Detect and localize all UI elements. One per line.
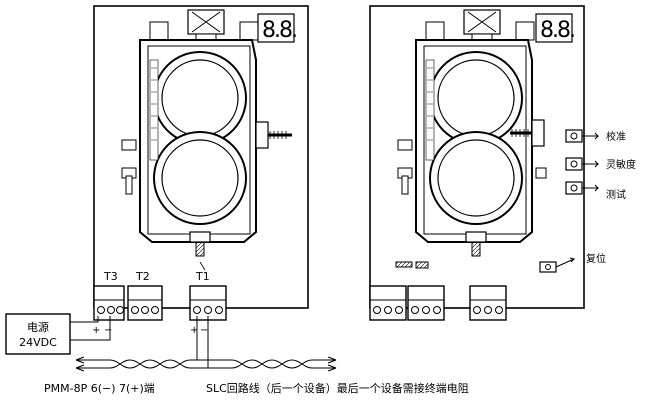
terminal-block-t2 bbox=[127, 285, 163, 321]
polarity-minus-t1: − bbox=[200, 325, 208, 336]
left-bottom-screw bbox=[189, 231, 211, 257]
right-terminal-block-1 bbox=[369, 285, 407, 321]
terminal-label-t2: T2 bbox=[135, 270, 150, 283]
right-terminal-block-3 bbox=[469, 285, 507, 321]
terminal-block-t3 bbox=[93, 285, 125, 321]
power-box-title: 电源 bbox=[27, 320, 49, 334]
right-optical-housing bbox=[415, 39, 533, 243]
right-terminal-block-2 bbox=[407, 285, 445, 321]
right-seven-segment-display: 8.8. bbox=[535, 13, 576, 43]
right-bottom-screw bbox=[395, 231, 487, 269]
left-seven-segment-display: 8.8. bbox=[257, 13, 298, 43]
calibrate-button[interactable] bbox=[565, 129, 600, 143]
reset-button[interactable] bbox=[539, 257, 576, 273]
right-detector-unit: 8.8. bbox=[369, 5, 585, 321]
left-adjust-screw bbox=[255, 121, 292, 149]
sensitivity-label: 灵敏度 bbox=[606, 158, 636, 171]
power-wiring bbox=[70, 316, 111, 341]
left-side-clips bbox=[121, 139, 137, 195]
right-adjust-screw bbox=[510, 119, 545, 147]
terminal-label-t1: T1 bbox=[195, 270, 210, 283]
polarity-plus-left: + bbox=[92, 325, 100, 336]
power-box-voltage: 24VDC bbox=[19, 336, 57, 349]
sensitivity-button[interactable] bbox=[565, 157, 600, 171]
test-label: 测试 bbox=[606, 188, 626, 201]
terminal-block-t1 bbox=[189, 285, 227, 321]
svg-text:8.8.: 8.8. bbox=[262, 18, 296, 43]
svg-text:8.8.: 8.8. bbox=[540, 18, 574, 43]
calibrate-label: 校准 bbox=[606, 130, 626, 143]
test-button[interactable] bbox=[565, 181, 600, 195]
caption-pmm: PMM-8P 6(−) 7(+)端 bbox=[44, 382, 155, 395]
left-optical-housing bbox=[139, 39, 257, 243]
left-detector-unit: 8.8. bbox=[92, 5, 309, 336]
slc-twisted-pair bbox=[75, 316, 337, 372]
right-side-clips bbox=[397, 139, 547, 195]
polarity-minus-left: − bbox=[104, 325, 112, 336]
terminal-label-t3: T3 bbox=[103, 270, 118, 283]
caption-slc: SLC回路线（后一个设备）最后一个设备需接终端电阻 bbox=[206, 381, 469, 395]
reset-label: 复位 bbox=[586, 252, 606, 265]
polarity-plus-t1: + bbox=[190, 325, 198, 336]
power-supply-box: 电源 24VDC bbox=[5, 313, 71, 355]
